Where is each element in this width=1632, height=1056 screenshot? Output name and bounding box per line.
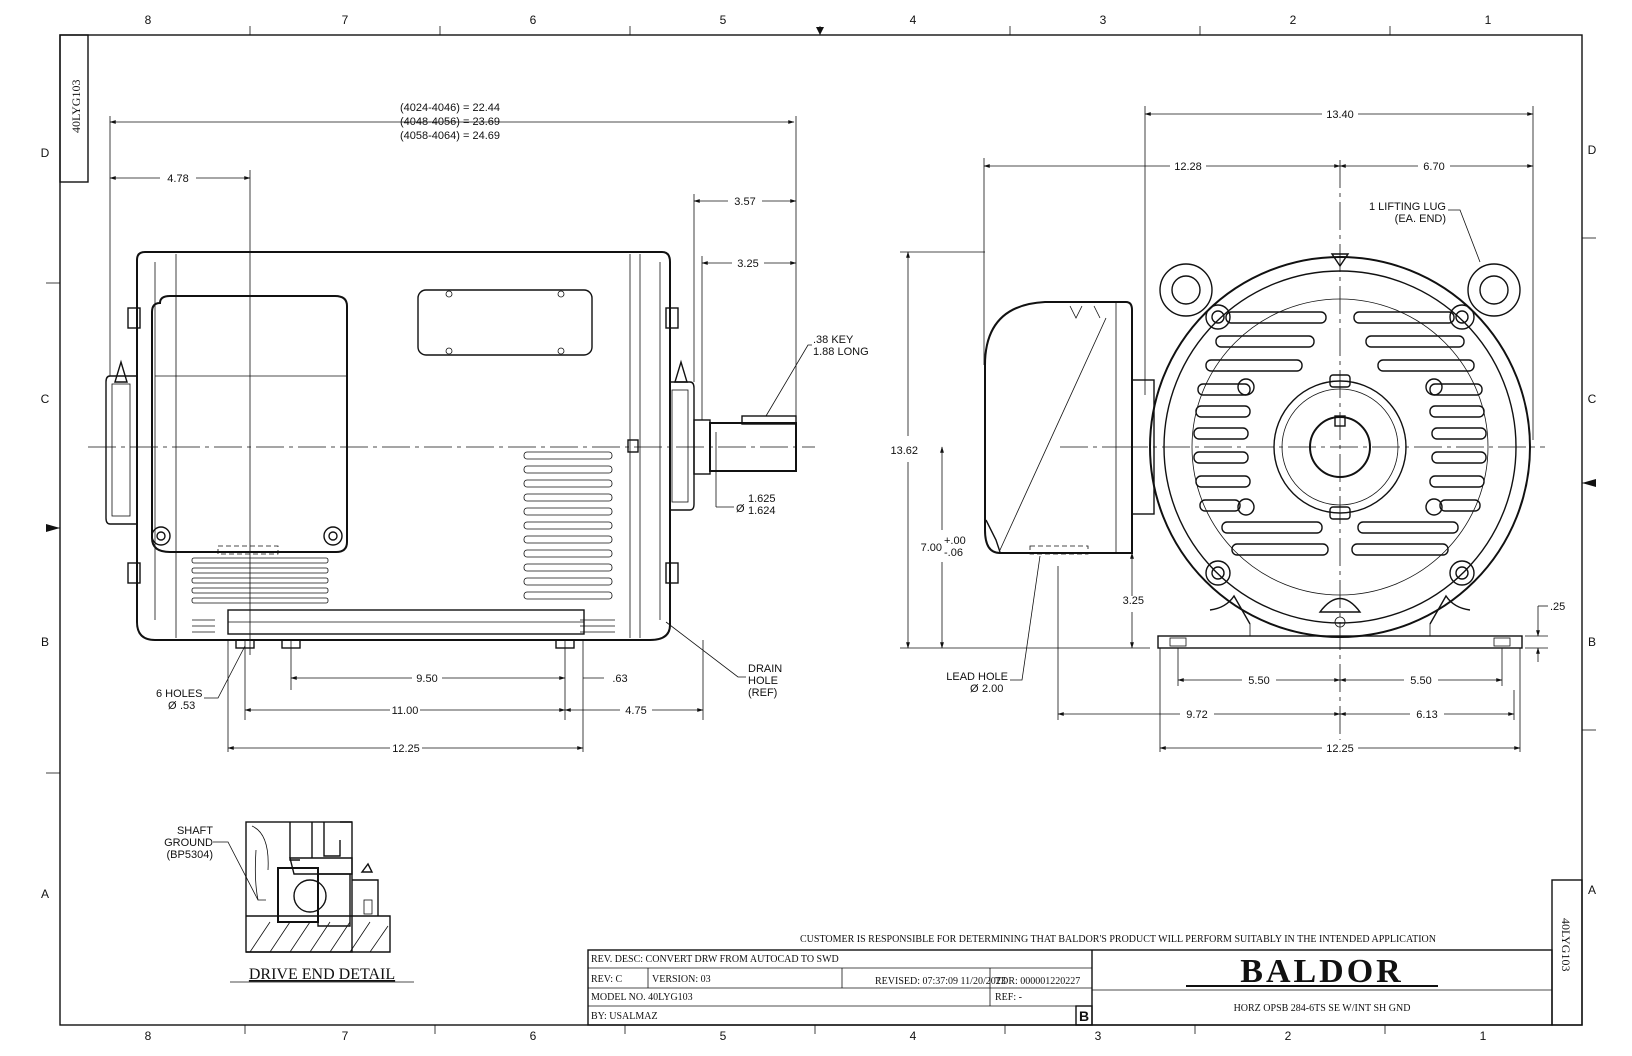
zone-row-left-a: A xyxy=(41,887,49,901)
zone-col-bottom-7: 7 xyxy=(342,1029,349,1043)
lug-note-2: (EA. END) xyxy=(1395,213,1446,225)
zone-row-right-b: B xyxy=(1588,635,1596,649)
zone-col-top-4: 4 xyxy=(910,13,917,27)
dim-length-note-3: (4058-4064) = 24.69 xyxy=(400,130,500,142)
zone-col-bottom-8: 8 xyxy=(145,1029,152,1043)
drawing-id-box-bottom: 40LYG103 xyxy=(1551,879,1583,1026)
zone-row-left-b: B xyxy=(41,635,49,649)
zone-row-right-a: A xyxy=(1588,883,1596,897)
zone-col-top-5: 5 xyxy=(720,13,727,27)
zone-labels: 8 7 6 5 4 3 2 1 8 7 6 5 4 3 2 1 D C B A … xyxy=(41,13,1597,1043)
dim-length-note-2: (4048-4056) = 23.69 xyxy=(400,116,500,128)
zone-row-right-d: D xyxy=(1588,143,1597,157)
zone-col-bottom-1: 1 xyxy=(1480,1029,1487,1043)
zone-col-top-1: 1 xyxy=(1485,13,1492,27)
zone-col-top-3: 3 xyxy=(1100,13,1107,27)
side-vent-slots-left xyxy=(191,557,329,604)
model-no: MODEL NO. 40LYG103 xyxy=(591,992,693,1003)
dim-7-00: 7.00 xyxy=(921,542,942,554)
drawing-description: HORZ OPSB 284-6TS SE W/INT SH GND xyxy=(1234,1003,1411,1014)
shaft-dia-min: 1.624 xyxy=(748,505,776,517)
lead-diameter-symbol: Ø xyxy=(970,683,979,695)
customer-note: CUSTOMER IS RESPONSIBLE FOR DETERMINING … xyxy=(800,934,1436,945)
end-vent-slots-left xyxy=(1193,311,1329,556)
dim-9-72: 9.72 xyxy=(1186,709,1207,721)
zone-col-bottom-4: 4 xyxy=(910,1029,917,1043)
version: VERSION: 03 xyxy=(652,974,711,985)
dim-6-70: 6.70 xyxy=(1423,161,1444,173)
shaft-ground-note-2: GROUND xyxy=(164,837,213,849)
tol-7-00-upper: +.00 xyxy=(944,535,966,547)
dim-4-78: 4.78 xyxy=(167,173,188,185)
drawing-id-bottom: 40LYG103 xyxy=(1559,918,1573,971)
dim-12-28: 12.28 xyxy=(1174,161,1202,173)
dim-13-40: 13.40 xyxy=(1326,109,1354,121)
dim-5-50-right: 5.50 xyxy=(1410,675,1431,687)
shaft-ground-note-1: SHAFT xyxy=(177,825,213,837)
dim-3-25-end: 3.25 xyxy=(1123,595,1144,607)
zone-col-top-6: 6 xyxy=(530,13,537,27)
baldor-logo: BALDOR xyxy=(1240,953,1403,990)
side-vent-slots xyxy=(523,451,613,600)
side-view: (4024-4046) = 22.44 (4048-4056) = 23.69 … xyxy=(88,102,869,755)
lead-note-2: 2.00 xyxy=(982,683,1003,695)
zone-row-left-d: D xyxy=(41,146,50,160)
title-block: CUSTOMER IS RESPONSIBLE FOR DETERMINING … xyxy=(587,934,1553,1026)
key-note-2: 1.88 LONG xyxy=(813,346,869,358)
key-note-1: .38 KEY xyxy=(813,334,854,346)
holes-note-2: .53 xyxy=(180,700,195,712)
shaft-ground-note-3: (BP5304) xyxy=(167,849,213,861)
dim-6-13: 6.13 xyxy=(1416,709,1437,721)
drawing-id-top: 40LYG103 xyxy=(69,80,83,133)
dim-12-25: 12.25 xyxy=(392,743,420,755)
zone-col-bottom-5: 5 xyxy=(720,1029,727,1043)
drawing-id-box-top: 40LYG103 xyxy=(59,34,89,183)
drain-note-2: HOLE xyxy=(748,675,778,687)
detail-title: DRIVE END DETAIL xyxy=(249,966,395,983)
drain-note-1: DRAIN xyxy=(748,663,782,675)
holes-note-1: 6 HOLES xyxy=(156,688,202,700)
shaft-dia-max: 1.625 xyxy=(748,493,776,505)
end-view: 13.40 12.28 6.70 1 LIFTING LUG (EA. END)… xyxy=(890,106,1565,755)
lead-note-1: LEAD HOLE xyxy=(946,671,1008,683)
dim-12-25-end: 12.25 xyxy=(1326,743,1354,755)
sheet-size: B xyxy=(1079,1008,1089,1024)
tol-7-00-lower: -.06 xyxy=(944,547,963,559)
zone-col-bottom-2: 2 xyxy=(1285,1029,1292,1043)
dim-9-50: 9.50 xyxy=(416,673,437,685)
lug-note-1: 1 LIFTING LUG xyxy=(1369,201,1446,213)
dim-0-25: .25 xyxy=(1550,601,1565,613)
zone-row-right-c: C xyxy=(1588,392,1597,406)
drive-end-detail: SHAFT GROUND (BP5304) DRIVE END DETAIL xyxy=(164,821,414,983)
dim-4-75: 4.75 xyxy=(625,705,646,717)
by: BY: USALMAZ xyxy=(591,1011,658,1022)
drain-note-3: (REF) xyxy=(748,687,777,699)
ref: REF: - xyxy=(995,992,1022,1003)
holes-diameter-symbol: Ø xyxy=(168,700,177,712)
dim-3-57: 3.57 xyxy=(734,196,755,208)
zone-col-top-2: 2 xyxy=(1290,13,1297,27)
dim-3-25: 3.25 xyxy=(737,258,758,270)
rev-desc: REV. DESC: CONVERT DRW FROM AUTOCAD TO S… xyxy=(591,954,839,965)
dim-0-63: .63 xyxy=(612,673,627,685)
zone-col-top-8: 8 xyxy=(145,13,152,27)
dim-13-62: 13.62 xyxy=(890,445,918,457)
revised: REVISED: 07:37:09 11/20/2023 xyxy=(875,976,1006,987)
zone-row-left-c: C xyxy=(41,392,50,406)
dim-length-note-1: (4024-4046) = 22.44 xyxy=(400,102,500,114)
rev: REV: C xyxy=(591,974,623,985)
tdr: TDR: 000001220227 xyxy=(995,976,1080,987)
zone-col-bottom-6: 6 xyxy=(530,1029,537,1043)
zone-col-bottom-3: 3 xyxy=(1095,1029,1102,1043)
zone-col-top-7: 7 xyxy=(342,13,349,27)
dim-5-50-left: 5.50 xyxy=(1248,675,1269,687)
dim-11-00: 11.00 xyxy=(392,705,419,717)
diameter-symbol: Ø xyxy=(736,503,745,515)
end-vent-slots-right xyxy=(1351,311,1487,556)
